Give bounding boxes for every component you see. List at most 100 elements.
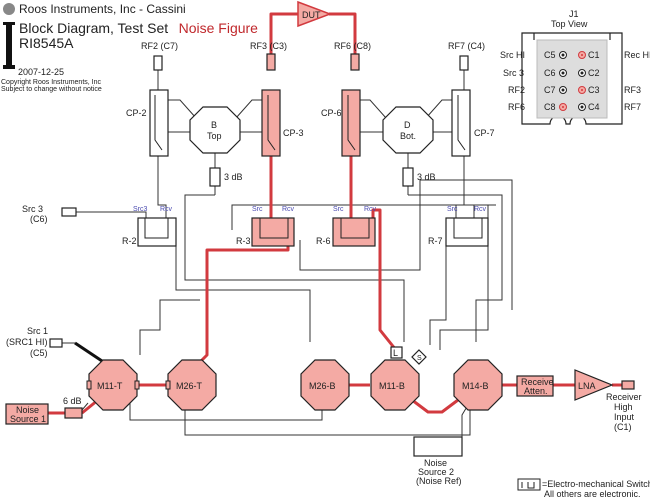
title-highlight: Noise Figure <box>179 20 259 36</box>
receiver-blocks: Src3 Rcv R-2 Src Rcv R-3 Src Rcv R-6 Src… <box>122 206 489 247</box>
rf2-connector <box>153 55 163 71</box>
lna-amplifier <box>574 369 614 401</box>
pad-3db-left-label: 3 dB <box>224 172 243 182</box>
noise-source-1: Noise Source 1 6 dB <box>5 396 83 425</box>
receiver-input-label-4: (C1) <box>614 422 632 432</box>
rf2-label: RF2 (C7) <box>141 41 178 51</box>
rf7-connector <box>459 55 469 71</box>
r2-label: R-2 <box>122 236 137 246</box>
r6-port-src: Src <box>333 206 344 213</box>
r6-port-rcv: Rcv <box>364 206 377 213</box>
r6-receiver <box>332 217 376 247</box>
j1-pin-c4: C4 <box>588 102 600 112</box>
logo-ball-icon <box>3 3 15 15</box>
src1-connector <box>49 338 63 348</box>
j1-label-rec-hi: Rec HI <box>624 50 650 60</box>
noise-source-2-label-ref: (Noise Ref) <box>416 476 462 486</box>
receive-chain: Receive Atten. LNA Receiver High Input (… <box>516 369 642 432</box>
j1-label-rf6: RF6 <box>508 102 525 112</box>
src3-input: Src 3 (C6) <box>22 204 77 224</box>
model-number: RI8545A <box>19 35 74 51</box>
j1-label-src-hi: Src HI <box>500 50 525 60</box>
couplers: CP-2 CP-3 CP-6 CP-7 <box>126 89 495 157</box>
j1-subtitle: Top View <box>551 19 588 29</box>
r7-port-src: Src <box>447 206 458 213</box>
m11b-switch <box>370 359 420 411</box>
receive-atten-box <box>516 375 554 397</box>
src1-label: Src 1 <box>27 326 48 336</box>
cp3-label: CP-3 <box>283 128 304 138</box>
j1-top-view: J1 Top View Src HI Src 3 RF2 RF6 Rec HI … <box>500 9 650 125</box>
j1-label-src3: Src 3 <box>503 68 524 78</box>
j1-pin-c6: C6 <box>544 68 556 78</box>
j1-inner-panel <box>536 39 608 119</box>
j1-pin-c8: C8 <box>544 102 556 112</box>
j1-title: J1 <box>569 9 579 19</box>
cp7-coupler <box>451 89 471 157</box>
m26t-label: M26-T <box>176 381 203 391</box>
noise-source-1-label-sub: Source 1 <box>10 414 46 424</box>
r2-port-src3: Src3 <box>133 206 148 213</box>
r7-port-rcv: Rcv <box>474 206 487 213</box>
splitters: B Top D Bot. <box>189 106 434 154</box>
cp6-coupler <box>341 89 361 157</box>
r3-receiver <box>251 217 295 247</box>
src1-label-sub: (SRC1 HI) <box>6 337 48 347</box>
s-marker <box>411 349 427 365</box>
notice-label: Subject to change without notice <box>1 86 102 93</box>
noise-source-1-label: Noise <box>16 405 39 415</box>
legend-line-1: =Electro-mechanical Switch. <box>542 479 650 489</box>
noise-source-1-box <box>5 403 49 425</box>
d-bot-label-1: D <box>404 120 411 130</box>
s-marker-label: S <box>417 355 422 362</box>
ri-logo-icon <box>3 22 15 69</box>
l-marker-label: L <box>393 348 398 358</box>
r2-port-rcv: Rcv <box>160 206 173 213</box>
rf-connectors: RF2 (C7) RF3 (C3) RF6 (C8) RF7 (C4) <box>141 41 485 71</box>
cp3-coupler <box>261 89 281 157</box>
title-text: Block Diagram, Test Set <box>19 20 168 36</box>
src1-input: Src 1 (SRC1 HI) (C5) <box>6 326 63 358</box>
noise-source-2: Noise Source 2 (Noise Ref) <box>413 436 463 486</box>
receiver-input-connector <box>621 380 635 390</box>
rf6-label: RF6 (C8) <box>334 41 371 51</box>
dut-triangle <box>297 0 333 28</box>
diagram-title: Block Diagram, Test Set Noise Figure <box>19 20 258 37</box>
m14b-label: M14-B <box>462 381 489 391</box>
d-bot-label-2: Bot. <box>400 131 416 141</box>
b-top-label-1: B <box>211 120 217 130</box>
b-top-label-2: Top <box>207 131 222 141</box>
r7-label: R-7 <box>428 236 443 246</box>
switches: M11-T M26-T M26-B M11-B M14-B <box>86 359 503 411</box>
d-bot-splitter <box>382 106 434 154</box>
src1-label-pin: (C5) <box>30 348 48 358</box>
receiver-input-label-3: Input <box>614 412 635 422</box>
m26b-label: M26-B <box>309 381 336 391</box>
pad-3db-right <box>402 167 414 187</box>
pads: 3 dB 3 dB <box>209 167 436 187</box>
rf3-connector <box>266 53 276 71</box>
j1-pin-c5: C5 <box>544 50 556 60</box>
noise-source-2-label-sub: Source 2 <box>418 467 454 477</box>
b-top-splitter <box>189 106 241 154</box>
r3-port-rcv: Rcv <box>282 206 295 213</box>
j1-pin-c7: C7 <box>544 85 556 95</box>
j1-pin-c2: C2 <box>588 68 600 78</box>
markers: L S <box>390 346 427 365</box>
r3-port-src: Src <box>252 206 263 213</box>
receiver-input-label-2: High <box>614 402 633 412</box>
m14b-switch <box>453 359 503 411</box>
legend: =Electro-mechanical Switch. All others a… <box>517 478 650 499</box>
cp7-label: CP-7 <box>474 128 495 138</box>
noise-source-2-label: Noise <box>424 458 447 468</box>
cp6-label: CP-6 <box>321 108 342 118</box>
j1-pin-c1: C1 <box>588 50 600 60</box>
m11t-label: M11-T <box>97 381 123 391</box>
m11b-label: M11-B <box>379 381 405 391</box>
j1-label-rf2: RF2 <box>508 85 525 95</box>
src3-label: Src 3 <box>22 204 43 214</box>
rf7-label: RF7 (C4) <box>448 41 485 51</box>
pad-6db-label: 6 dB <box>63 396 82 406</box>
src3-label-sub: (C6) <box>30 214 48 224</box>
